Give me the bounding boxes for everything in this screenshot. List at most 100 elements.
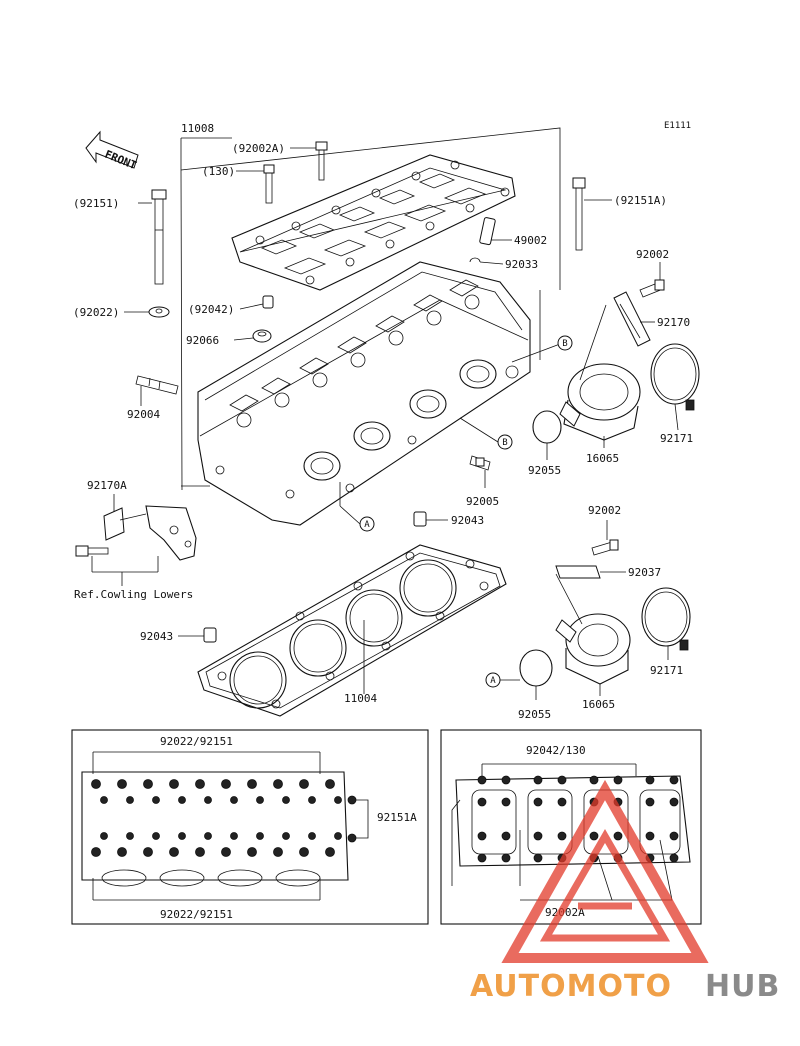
bolt-head [282,832,290,840]
bolt-head [669,775,679,785]
plate-92170 [613,291,651,347]
bolt-head [282,796,290,804]
callout-b-lower: B [497,434,513,450]
diagram-code: E1111 [664,121,691,131]
label-92055-bot: 92055 [518,708,551,721]
bolt-head [308,832,316,840]
bolt-head [477,831,487,841]
watermark-text-part1: AUTOMOTO [470,969,672,1004]
watermark-logo [501,779,709,963]
bolt-head [325,779,335,789]
bolt-head [221,847,231,857]
bolt-head [117,779,127,789]
bolt-head [126,796,134,804]
bolt-head [477,775,487,785]
leader-lines [91,147,679,700]
bolt-head [169,847,179,857]
bolt-head [533,853,543,863]
label-92170A: 92170A [87,479,127,492]
ref-note: Ref.Cowling Lowers [74,588,193,601]
bolt-head [273,847,283,857]
svg-text:B: B [502,438,507,448]
label-92043-left: 92043 [140,630,173,643]
bolt-head [501,775,511,785]
cylinder-head [197,261,531,526]
front-arrow-icon: FRONT [85,130,139,172]
label-11008: 11008 [181,122,214,135]
dowel-92042 [262,295,274,309]
svg-text:A: A [490,676,496,686]
bolt-head [557,775,567,785]
bracket-92170A [103,505,197,561]
throttle-holder-16065-top [559,363,641,441]
label-92171-top: 92171 [660,432,693,445]
label-92022: (92022) [73,306,119,319]
bolt-head [152,832,160,840]
bolt-head [669,831,679,841]
label-92002-mid: 92002 [588,504,621,517]
bolt-head [299,847,309,857]
svg-text:B: B [562,339,567,349]
bolt-head [557,797,567,807]
label-92002A-top: (92002A) [232,142,285,155]
plate-92037 [555,565,601,579]
bolt-head [501,831,511,841]
bolt-head [91,847,101,857]
bolt-head [195,847,205,857]
bolt-head [230,832,238,840]
bolt-head [126,832,134,840]
bolt-head [221,779,231,789]
part-labels: 11008 (92002A) (130) (92151) (92151A) 49… [73,122,693,721]
valve-guide-49002 [479,217,496,246]
bolt-head [533,831,543,841]
bolt-head [645,775,655,785]
camshaft-holder [231,154,516,291]
dowel-92043-left [203,627,217,643]
bolt-head [256,832,264,840]
label-92033: 92033 [505,258,538,271]
callout-a-lower: A [485,672,501,688]
band-92171-top [650,343,700,411]
bolt-head [100,832,108,840]
bolt-head [347,795,357,805]
bolt-head [613,775,623,785]
bolt-head [501,853,511,863]
inset-left-bottom-label: 92022/92151 [160,908,233,921]
oring-92055-top [532,410,562,444]
washer-130 [263,164,275,204]
label-92043-top: 92043 [451,514,484,527]
bolt-head [100,796,108,804]
inset-left: 92022/92151 92151A 92022/92151 [71,729,429,925]
bolt-head [589,831,599,841]
bolt-head [299,779,309,789]
bolt-head [152,796,160,804]
bolt-92002-top [639,279,665,298]
bolt-92151 [151,189,167,285]
bolt-ref-cowling [75,545,109,557]
bolt-head [669,797,679,807]
bolt-head [477,797,487,807]
bolt-head [589,775,599,785]
bolt-head [117,847,127,857]
bolt-head [247,847,257,857]
label-16065-top: 16065 [586,452,619,465]
bolt-head [273,779,283,789]
label-92002-top: 92002 [636,248,669,261]
inset-right-top-label: 92042/130 [526,744,586,757]
bolt-head [204,796,212,804]
bolt-head [204,832,212,840]
label-92170: 92170 [657,316,690,329]
stud-92004 [135,375,179,395]
bolt-head [91,779,101,789]
bolt-head [178,832,186,840]
bolt-head [501,797,511,807]
label-92171-bot: 92171 [650,664,683,677]
bolt-head [230,796,238,804]
label-49002: 49002 [514,234,547,247]
bolt-head [334,796,342,804]
bolt-head [557,831,567,841]
sensor-92005 [469,455,491,471]
label-92066: 92066 [186,334,219,347]
bolt-head [143,847,153,857]
oring-92066 [252,329,272,343]
